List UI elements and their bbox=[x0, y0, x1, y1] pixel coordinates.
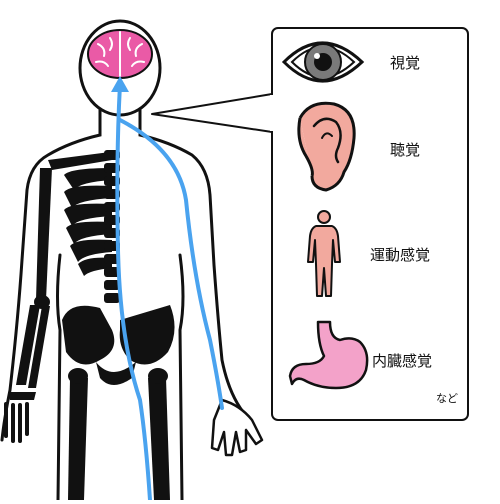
brain-icon bbox=[87, 29, 153, 79]
skeleton bbox=[4, 150, 175, 500]
ear-icon bbox=[297, 101, 356, 192]
stomach-icon bbox=[288, 320, 369, 390]
sense-label-kinesthesia: 運動感覚 bbox=[370, 246, 431, 264]
nerve-pathways bbox=[115, 82, 224, 502]
sense-label-vision: 視覚 bbox=[390, 54, 421, 72]
footnote-etc: など bbox=[436, 392, 458, 405]
sense-label-hearing: 聴覚 bbox=[390, 141, 421, 159]
sense-label-visceral: 内臓感覚 bbox=[372, 352, 433, 370]
body-figure-icon bbox=[307, 210, 341, 297]
arrow-head-icon bbox=[111, 76, 129, 92]
ascending-nerve-path bbox=[115, 82, 152, 502]
arm-nerve-path bbox=[118, 118, 224, 410]
eye-icon bbox=[281, 41, 365, 83]
